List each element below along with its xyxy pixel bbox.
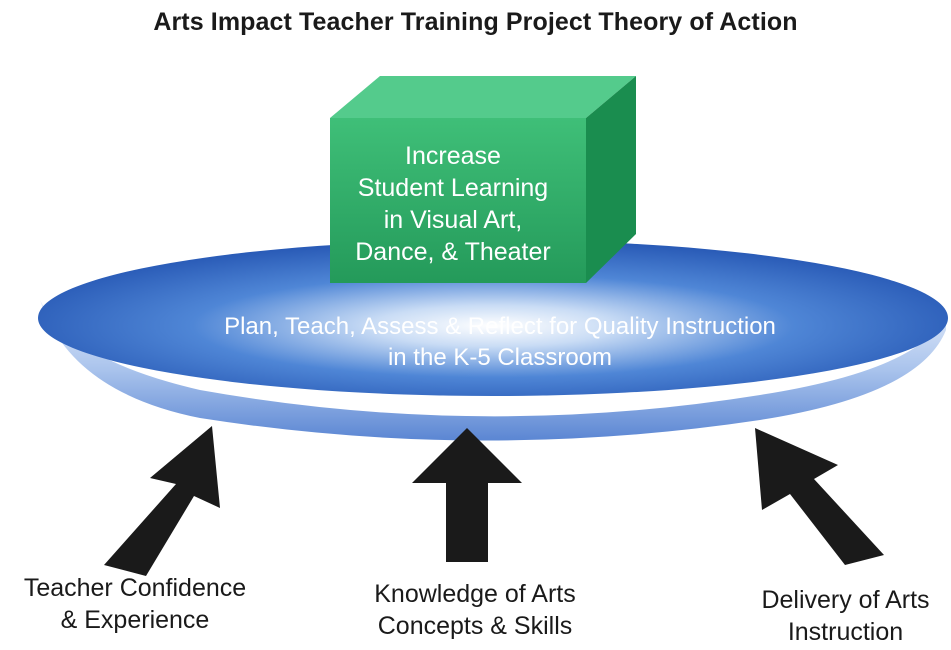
- driver-line: Teacher Confidence: [23, 574, 247, 602]
- cube-front-face: [330, 118, 586, 283]
- diagram-title: Arts Impact Teacher Training Project The…: [153, 8, 798, 36]
- driver-line: Delivery of Arts: [761, 586, 930, 614]
- platform-line: in the K-5 Classroom: [387, 344, 613, 371]
- driver-delivery-of-arts: Delivery of Arts Instruction: [740, 584, 951, 648]
- arrow-up-icon: [412, 428, 522, 562]
- outcome-line: in Visual Art,: [383, 206, 523, 234]
- cube-top-face: [330, 76, 636, 118]
- driver-knowledge-of-arts: Knowledge of Arts Concepts & Skills: [330, 578, 620, 642]
- driver-line: Concepts & Skills: [377, 612, 573, 640]
- driver-line: Knowledge of Arts: [374, 580, 576, 608]
- arrow-up-right-icon: [104, 426, 220, 576]
- driver-teacher-confidence: Teacher Confidence & Experience: [0, 572, 270, 636]
- arrow-up-left-icon: [755, 428, 884, 565]
- outcome-label: Increase Student Learning in Visual Art,…: [330, 140, 576, 268]
- outcome-line: Increase: [405, 142, 501, 170]
- platform-label: Plan, Teach, Assess & Reflect for Qualit…: [120, 311, 880, 373]
- platform-line: Plan, Teach, Assess & Reflect for Qualit…: [224, 313, 776, 340]
- cube-side-face: [586, 76, 636, 283]
- platform-rim: [40, 300, 946, 441]
- platform-top: [38, 240, 948, 396]
- outcome-line: Student Learning: [357, 174, 549, 202]
- outcome-line: Dance, & Theater: [355, 238, 551, 266]
- driver-line: & Experience: [60, 606, 210, 634]
- driver-line: Instruction: [787, 618, 904, 646]
